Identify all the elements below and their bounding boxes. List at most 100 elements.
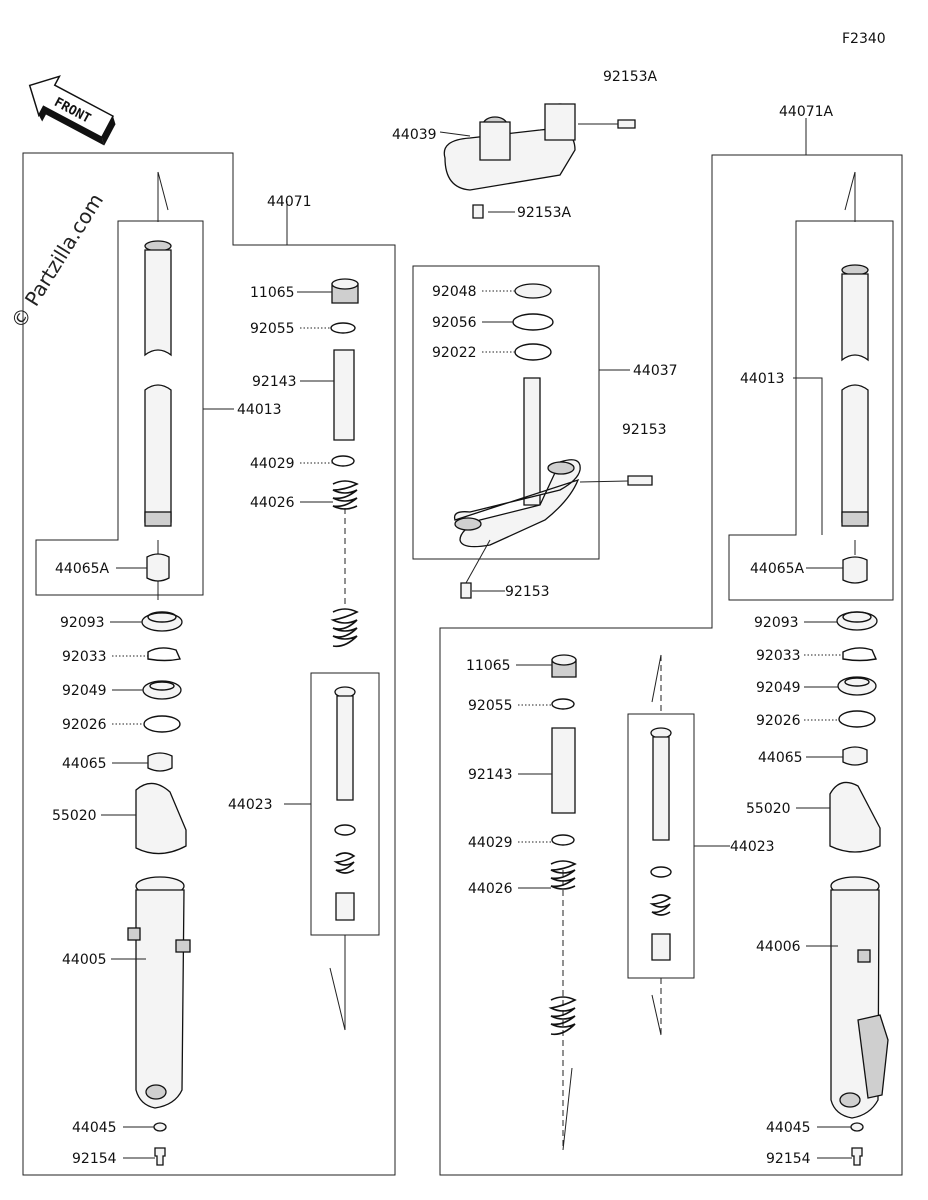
left-inner-tube-part — [144, 240, 172, 527]
right-clip-92033-part — [842, 647, 877, 662]
label-44065-left: 44065 — [62, 756, 107, 772]
left-fork-assembly-box — [22, 152, 396, 1176]
right-spring-44026-part — [548, 860, 577, 1036]
label-44029-right: 44029 — [468, 835, 513, 851]
right-spacer-92143-part — [551, 727, 576, 814]
left-damper-axis-arrow — [329, 935, 346, 1031]
label-44065-right: 44065 — [758, 750, 803, 766]
label-44045-left: 44045 — [72, 1120, 117, 1136]
left-cap-bolt-11065-part — [331, 278, 359, 304]
right-dust-seal-92093-part — [836, 611, 878, 631]
upper-bracket-44039-part — [443, 103, 576, 191]
right-oring-92055-part — [551, 698, 575, 710]
right-washer-92026-part — [838, 710, 876, 728]
left-axis-arrow — [157, 171, 169, 222]
left-outer-tube-44005-part — [127, 876, 191, 1109]
label-44065A-left: 44065A — [55, 561, 110, 577]
left-bushing-44065A-part — [146, 553, 170, 582]
left-oil-seal-92049-part — [142, 680, 182, 700]
left-washer-44045-part — [153, 1122, 167, 1132]
label-92048: 92048 — [432, 284, 477, 300]
stem-nut-92048-part — [514, 283, 552, 299]
right-axis-arrow — [844, 171, 856, 222]
right-bolt-92154-part — [851, 1147, 863, 1166]
label-92153-right: 92153 — [622, 422, 667, 438]
left-washer-44029-part — [331, 455, 355, 467]
right-outer-tube-44006-part — [830, 876, 889, 1119]
right-bushing-44065A-part — [842, 556, 868, 584]
left-dust-seal-92093-part — [141, 611, 183, 632]
label-11065-left: 11065 — [250, 285, 295, 301]
left-clip-92033-part — [147, 647, 181, 662]
label-44029-left: 44029 — [250, 456, 295, 472]
stem-seal-92056-part — [512, 313, 554, 331]
label-92033-left: 92033 — [62, 649, 107, 665]
label-44037: 44037 — [633, 363, 678, 379]
left-spacer-92143-part — [333, 349, 355, 441]
label-44065A-right: 44065A — [750, 561, 805, 577]
label-92154-left: 92154 — [72, 1151, 117, 1167]
label-92055-left: 92055 — [250, 321, 295, 337]
stem-washer-92022-part — [514, 343, 552, 361]
label-92056: 92056 — [432, 315, 477, 331]
label-92022: 92022 — [432, 345, 477, 361]
right-oil-seal-92049-part — [837, 676, 877, 696]
watermark: © Partzilla.com — [6, 189, 108, 333]
label-11065-right: 11065 — [466, 658, 511, 674]
label-92049-left: 92049 — [62, 683, 107, 699]
left-inner-tube-box — [35, 220, 204, 596]
right-washer-44029-part — [551, 834, 575, 846]
label-92153-bottom: 92153 — [505, 584, 550, 600]
right-cap-bolt-11065-part — [551, 654, 577, 678]
label-44026-right: 44026 — [468, 881, 513, 897]
label-92055-right: 92055 — [468, 698, 513, 714]
label-92026-left: 92026 — [62, 717, 107, 733]
left-spring-44026-part — [330, 480, 359, 648]
figure-code: F2340 — [842, 31, 886, 47]
upper-bracket-bolt-92153A-bottom-part — [472, 204, 484, 219]
steering-stem-44037-part — [453, 377, 581, 548]
label-55020-left: 55020 — [52, 808, 97, 824]
right-inner-tube-part — [841, 264, 869, 527]
label-92093-right: 92093 — [754, 615, 799, 631]
steering-stem-box — [412, 265, 600, 560]
label-92153A-bottom: 92153A — [517, 205, 572, 221]
right-damper-rod-44023-part — [649, 727, 672, 961]
right-fork-guard-55020-part — [829, 781, 881, 853]
label-44023-right: 44023 — [730, 839, 775, 855]
label-44013-right: 44013 — [740, 371, 785, 387]
label-92153A-top: 92153A — [603, 69, 658, 85]
label-92154-right: 92154 — [766, 1151, 811, 1167]
left-washer-92026-part — [143, 715, 181, 733]
label-44026-left: 44026 — [250, 495, 295, 511]
label-44045-right: 44045 — [766, 1120, 811, 1136]
label-44023-left: 44023 — [228, 797, 273, 813]
left-damper-rod-44023-part — [333, 686, 356, 921]
label-44071A: 44071A — [779, 104, 834, 120]
left-oring-92055-part — [330, 322, 356, 334]
label-92093-left: 92093 — [60, 615, 105, 631]
left-bolt-92154-part — [154, 1147, 166, 1166]
leader-lines — [101, 118, 852, 1159]
label-44013-left: 44013 — [237, 402, 282, 418]
part-number-labels: 92153A 44071A 44039 92153A 44071 11065 9… — [52, 69, 834, 1167]
label-44071: 44071 — [267, 194, 312, 210]
label-44006: 44006 — [756, 939, 801, 955]
label-92143-left: 92143 — [252, 374, 297, 390]
label-44005: 44005 — [62, 952, 107, 968]
label-92143-right: 92143 — [468, 767, 513, 783]
right-washer-44045-part — [850, 1122, 864, 1132]
right-inner-tube-box — [728, 220, 894, 601]
left-bushing-44065-part — [147, 752, 173, 772]
label-92049-right: 92049 — [756, 680, 801, 696]
right-fork-assembly-box — [439, 154, 903, 1176]
right-bushing-44065-part — [842, 746, 868, 766]
label-92026-right: 92026 — [756, 713, 801, 729]
front-direction-arrow-icon: FRONT — [28, 75, 116, 146]
left-fork-guard-55020-part — [135, 782, 187, 855]
upper-bracket-bolt-92153A-top-part — [617, 119, 636, 129]
label-92033-right: 92033 — [756, 648, 801, 664]
label-44039: 44039 — [392, 127, 437, 143]
stem-bolt-92153-bottom-part — [460, 582, 472, 599]
